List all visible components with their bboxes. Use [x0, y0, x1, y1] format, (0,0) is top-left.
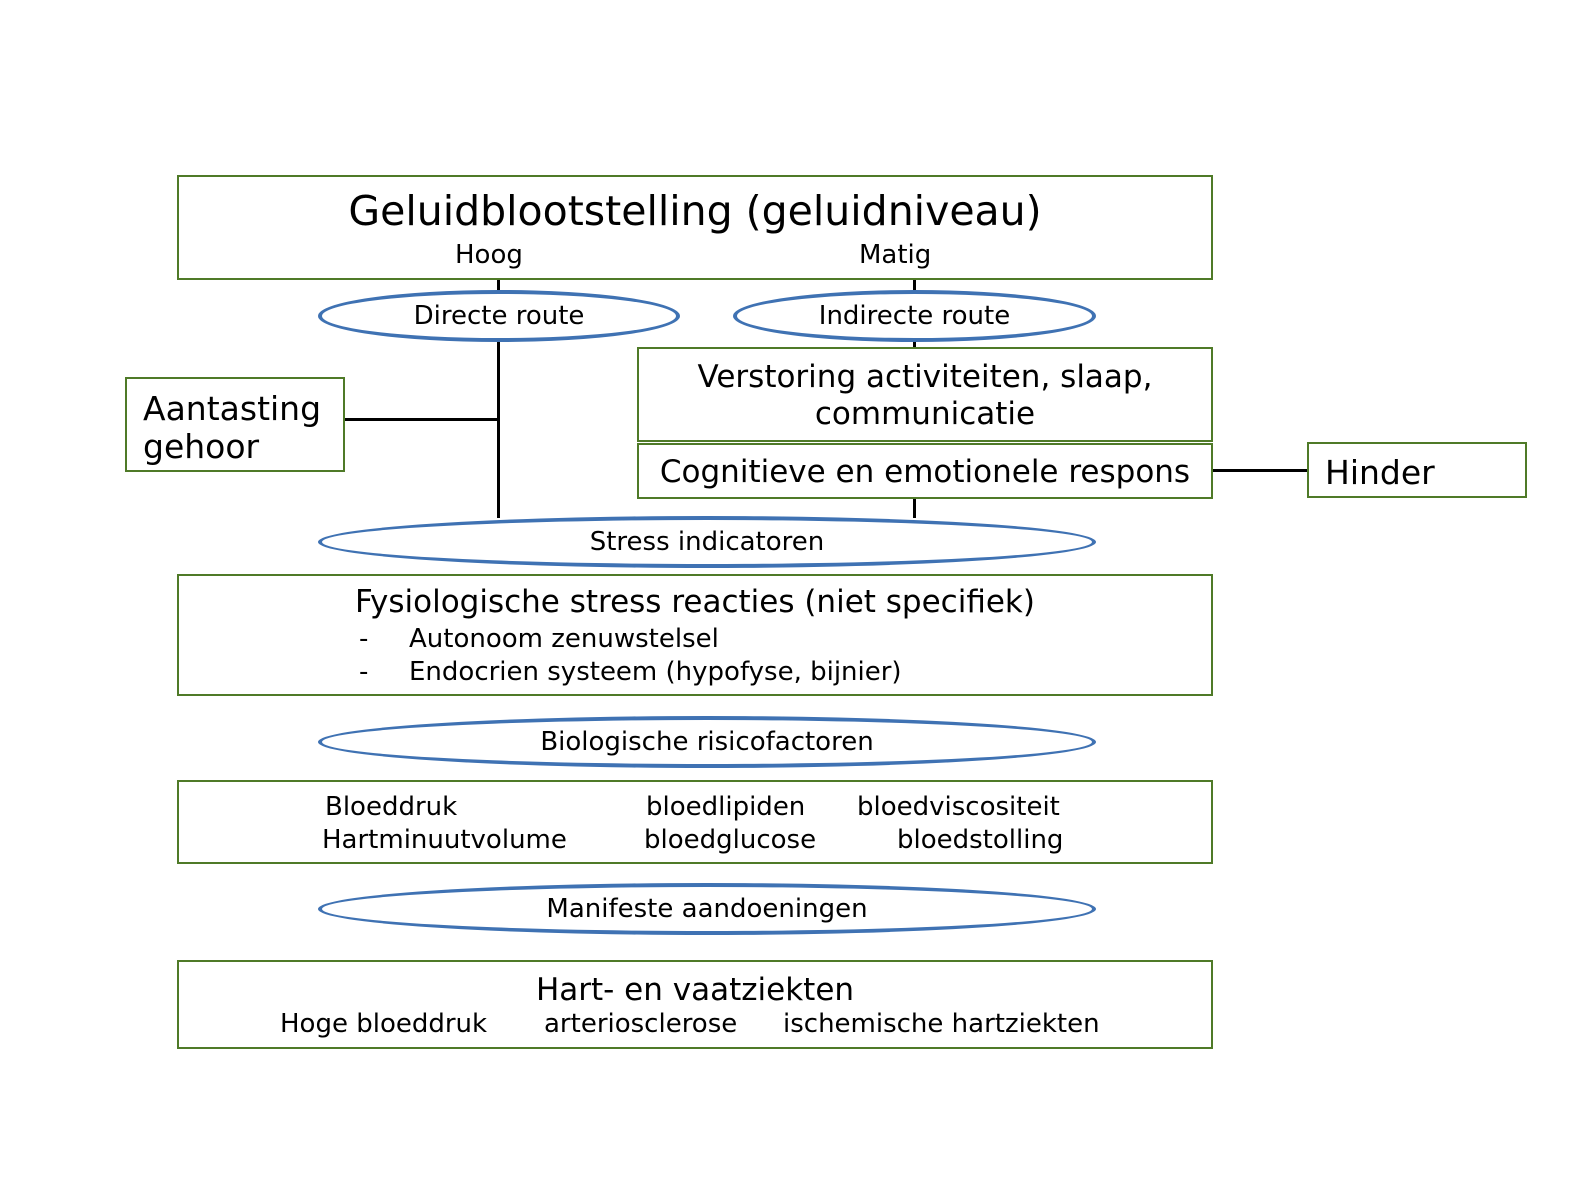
hearing-damage-line-2: gehoor	[143, 427, 260, 466]
cardio-item-hypertension: Hoge bloeddruk	[280, 1009, 488, 1039]
manifest-disorders-label: Manifeste aandoeningen	[546, 894, 868, 924]
line-indirect-to-verstoring	[913, 340, 916, 350]
cardiovascular-title: Hart- en vaatziekten	[535, 972, 855, 1008]
direct-route-ellipse: Directe route	[318, 290, 680, 342]
manifest-disorders-ellipse: Manifeste aandoeningen	[318, 883, 1096, 935]
exposure-high-label: Hoog	[455, 240, 523, 270]
cardiovascular-box: Hart- en vaatziekten Hoge bloeddruk arte…	[177, 960, 1213, 1049]
hearing-damage-box: Aantasting gehoor	[125, 377, 345, 472]
annoyance-box: Hinder	[1307, 442, 1527, 498]
stress-indicators-ellipse: Stress indicatoren	[318, 516, 1096, 568]
risk-factors-box: Bloeddruk bloedlipiden bloedviscositeit …	[177, 780, 1213, 864]
risk-factor-blood-clotting: bloedstolling	[897, 825, 1064, 855]
hearing-damage-line-1: Aantasting	[143, 389, 322, 428]
bullet-dash-1: -	[359, 624, 369, 654]
line-gehoor-branch	[344, 418, 499, 421]
risk-factor-blood-viscosity: bloedviscositeit	[857, 792, 1060, 822]
noise-exposure-box: Geluidblootstelling (geluidniveau) Hoog …	[177, 175, 1213, 280]
line-hoog-to-direct	[497, 278, 500, 292]
cognitive-response-box: Cognitieve en emotionele respons	[637, 443, 1213, 499]
indirect-route-label: Indirecte route	[818, 301, 1011, 331]
physiological-item-autonomic: Autonoom zenuwstelsel	[409, 624, 719, 654]
cardio-item-arteriosclerosis: arteriosclerose	[544, 1009, 738, 1039]
direct-route-label: Directe route	[413, 301, 585, 331]
risk-factor-blood-glucose: bloedglucose	[644, 825, 817, 855]
exposure-moderate-label: Matig	[859, 240, 932, 270]
risk-factor-blood-pressure: Bloeddruk	[325, 792, 458, 822]
stress-indicators-label: Stress indicatoren	[589, 527, 825, 557]
annoyance-label: Hinder	[1325, 453, 1435, 492]
indirect-route-ellipse: Indirecte route	[733, 290, 1096, 342]
cardio-item-ischemic: ischemische hartziekten	[783, 1009, 1100, 1039]
noise-exposure-title: Geluidblootstelling (geluidniveau)	[348, 187, 1042, 235]
cognitive-response-label: Cognitieve en emotionele respons	[659, 454, 1191, 490]
physiological-stress-title: Fysiologische stress reacties (niet spec…	[355, 584, 1035, 620]
line-respons-to-hinder	[1211, 469, 1309, 472]
biological-risk-ellipse: Biologische risicofactoren	[318, 716, 1096, 768]
line-matig-to-indirect	[913, 278, 916, 292]
disturbance-box: Verstoring activiteiten, slaap, communic…	[637, 347, 1213, 442]
bullet-dash-2: -	[359, 657, 369, 687]
disturbance-line-1: Verstoring activiteiten, slaap,	[697, 359, 1153, 395]
risk-factor-cardiac-output: Hartminuutvolume	[322, 825, 567, 855]
line-respons-to-stress	[913, 498, 916, 518]
physiological-stress-box: Fysiologische stress reacties (niet spec…	[177, 574, 1213, 696]
line-direct-to-stress	[497, 340, 500, 518]
biological-risk-label: Biologische risicofactoren	[540, 727, 874, 757]
disturbance-line-2: communicatie	[814, 396, 1036, 432]
physiological-item-endocrine: Endocrien systeem (hypofyse, bijnier)	[409, 657, 902, 687]
risk-factor-blood-lipids: bloedlipiden	[646, 792, 806, 822]
